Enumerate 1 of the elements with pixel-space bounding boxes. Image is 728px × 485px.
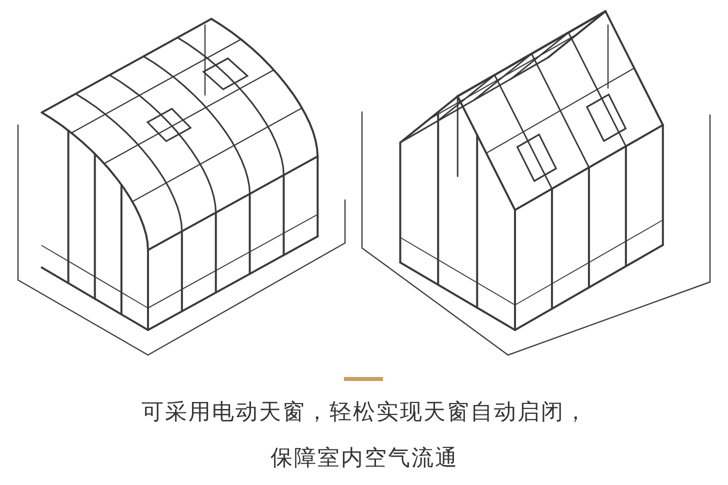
caption: 可采用电动天窗，轻松实现天窗自动启闭，保障室内空气流通 <box>140 399 589 473</box>
